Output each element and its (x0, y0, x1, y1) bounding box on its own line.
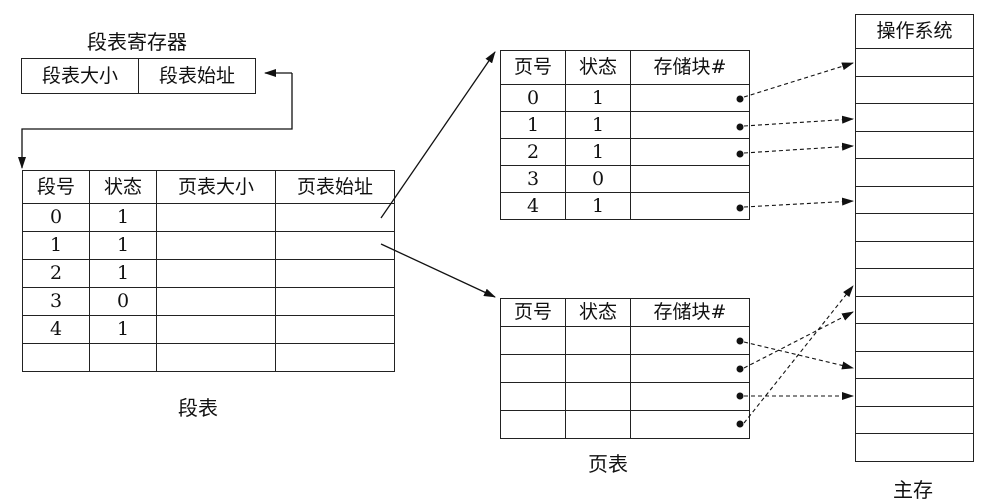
pointer-dot (736, 150, 744, 158)
memory-frame (856, 433, 973, 461)
cell (630, 410, 750, 439)
segment1-to-page-table-2-arrow (380, 243, 496, 298)
segment-table-header: 段号 状态 页表大小 页表始址 (22, 170, 395, 204)
table-row: 3 0 (500, 165, 750, 193)
cell: 1 (565, 111, 631, 139)
table-row: 3 0 (22, 287, 395, 316)
pointer-dot (736, 365, 744, 373)
page-table-1: 页号 状态 存储块# 0 1 1 1 2 1 3 0 4 1 (500, 50, 750, 220)
table-row: 4 1 (500, 192, 750, 220)
memory-frame (856, 350, 973, 379)
cell (156, 343, 276, 372)
pointer-dot (736, 420, 744, 428)
memory-frame (856, 213, 973, 241)
segment-table-caption: 段表 (178, 396, 218, 420)
memory-frame (856, 185, 973, 214)
cell (22, 343, 90, 372)
memory-frame (856, 75, 973, 104)
cell: 0 (565, 165, 631, 193)
cell (565, 410, 631, 439)
cell: 0 (89, 287, 157, 316)
page-table-2-pointers (736, 285, 854, 428)
cell: 1 (565, 138, 631, 166)
header-page-table-size: 页表大小 (156, 170, 276, 204)
cell (275, 343, 395, 372)
pointer-dot (736, 392, 744, 400)
memory-frame (856, 378, 973, 406)
table-row: 4 1 (22, 315, 395, 344)
register-to-segment-table-arrow (18, 73, 293, 169)
cell (630, 165, 750, 193)
cell: 1 (565, 192, 631, 220)
memory-frame (856, 295, 973, 324)
segment-register-title: 段表寄存器 (87, 30, 187, 54)
cell: 0 (500, 84, 566, 112)
table-row: 2 1 (22, 259, 395, 288)
header-storage-block: 存储块# (630, 298, 750, 327)
dashed-arrow (743, 311, 854, 369)
pointer-dot (736, 95, 744, 103)
cell (500, 410, 566, 439)
header-page-no: 页号 (500, 298, 566, 327)
main-memory-caption: 主存 (893, 478, 933, 502)
header-page-table-base: 页表始址 (275, 170, 395, 204)
memory-frame (856, 130, 973, 159)
cell (630, 138, 750, 166)
cell (630, 192, 750, 220)
page-table-caption: 页表 (588, 452, 628, 476)
cell: 1 (89, 259, 157, 288)
memory-frame (856, 405, 973, 434)
cell: 3 (22, 287, 90, 316)
memory-os-block: 操作系统 (876, 20, 953, 42)
memory-frame (856, 240, 973, 269)
cell: 0 (22, 203, 90, 232)
cell (630, 84, 750, 112)
cell (565, 326, 631, 355)
dashed-arrow (743, 197, 854, 208)
segment-register-size: 段表大小 (21, 58, 139, 94)
table-row (500, 410, 750, 439)
header-status: 状态 (565, 298, 631, 327)
header-segment-no: 段号 (22, 170, 90, 204)
memory-frame (856, 103, 973, 131)
table-row: 0 1 (22, 203, 395, 232)
cell: 2 (22, 259, 90, 288)
table-row (500, 354, 750, 383)
dashed-arrow (743, 142, 854, 154)
page-table-1-pointers (736, 62, 854, 212)
pointer-dot (736, 337, 744, 345)
segment0-to-page-table-1-arrow (380, 51, 496, 219)
segment-register-base: 段表始址 (138, 58, 256, 94)
main-memory: 操作系统 (855, 14, 974, 462)
memory-frame (856, 323, 973, 351)
cell: 4 (500, 192, 566, 220)
cell: 1 (89, 231, 157, 260)
cell (156, 287, 276, 316)
table-row: 1 1 (500, 111, 750, 139)
memory-frame (856, 268, 973, 296)
cell (275, 287, 395, 316)
memory-frame (856, 158, 973, 186)
segment-register: 段表大小 段表始址 (21, 58, 256, 94)
segment-table: 段号 状态 页表大小 页表始址 0 1 1 1 2 1 3 0 4 1 (22, 170, 395, 372)
cell (275, 315, 395, 344)
cell: 1 (89, 315, 157, 344)
table-row: 2 1 (500, 138, 750, 166)
page-table-2: 页号 状态 存储块# (500, 298, 750, 439)
cell (630, 354, 750, 383)
pointer-dot (736, 204, 744, 212)
dashed-arrow (743, 115, 854, 127)
dashed-arrow (743, 285, 854, 424)
cell: 3 (500, 165, 566, 193)
memory-frame (856, 48, 973, 76)
cell (156, 259, 276, 288)
cell (500, 354, 566, 383)
pointer-dot (736, 123, 744, 131)
page-table-2-header: 页号 状态 存储块# (500, 298, 750, 327)
dashed-arrow (743, 62, 854, 98)
table-row (22, 343, 395, 372)
